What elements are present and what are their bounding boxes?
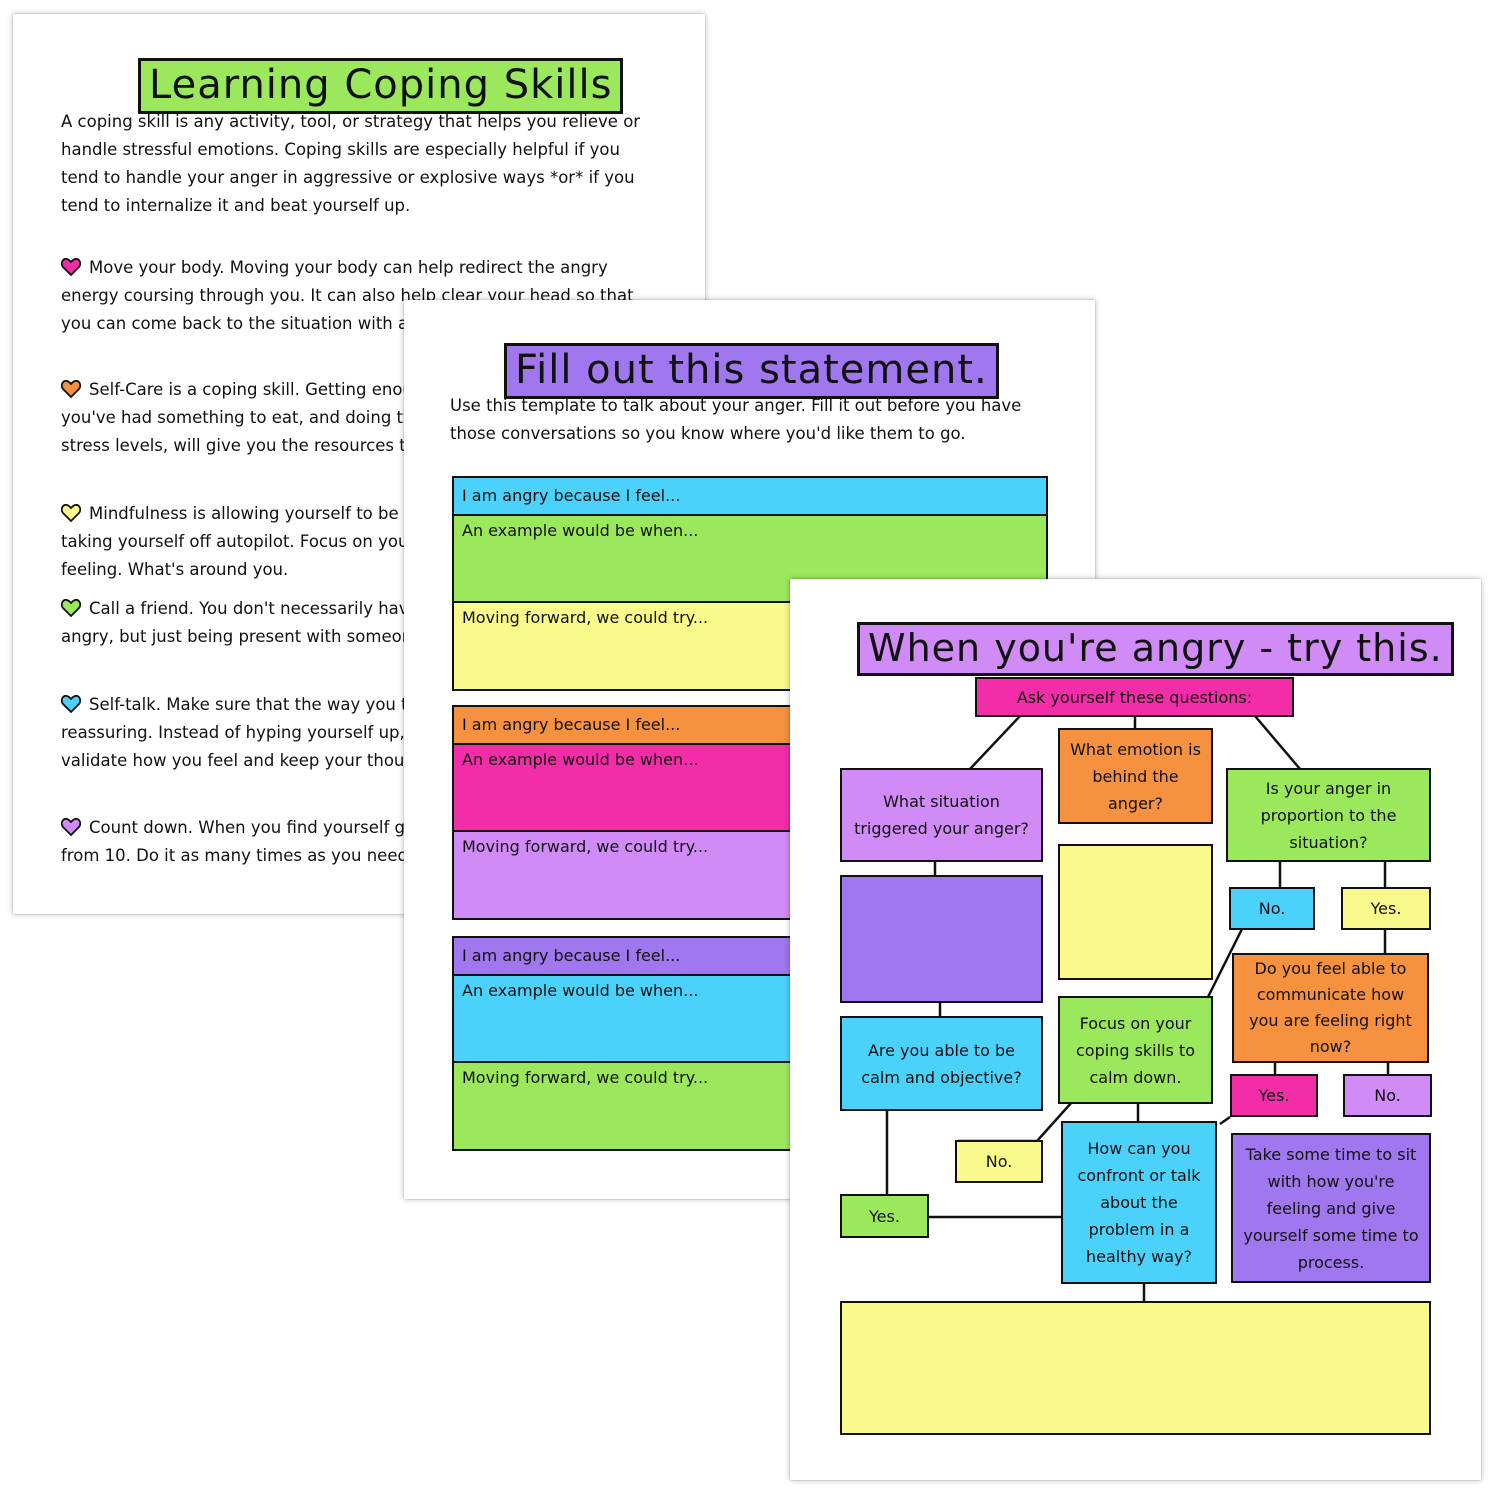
situation-answer-field[interactable] [840, 875, 1043, 1003]
proportion-question-box: Is your anger in proportion to the situa… [1226, 768, 1431, 862]
no-box: No. [955, 1140, 1043, 1183]
heart-icon [61, 380, 81, 398]
yes-box: Yes. [840, 1194, 929, 1238]
heart-icon [61, 818, 81, 836]
communicate-question-box: Do you feel able to communicate how you … [1232, 953, 1429, 1063]
final-answer-field[interactable] [840, 1301, 1431, 1435]
no-box: No. [1229, 887, 1315, 930]
heart-icon [61, 258, 81, 276]
heart-icon [61, 695, 81, 713]
page-title: Fill out this statement. [504, 343, 999, 399]
yes-box: Yes. [1341, 887, 1431, 930]
ask-questions-box: Ask yourself these questions: [975, 677, 1294, 717]
intro-paragraph: A coping skill is any activity, tool, or… [61, 112, 641, 215]
statement-row-feel[interactable]: I am angry because I feel... [452, 476, 1048, 516]
heart-icon [61, 504, 81, 522]
take-time-box: Take some time to sit with how you're fe… [1231, 1133, 1431, 1283]
situation-question-box: What situation triggered your anger? [840, 768, 1043, 862]
intro-paragraph: Use this template to talk about your ang… [450, 396, 1022, 443]
emotion-question-box: What emotion is behind the anger? [1058, 728, 1213, 824]
emotion-answer-field[interactable] [1058, 844, 1213, 980]
no-box: No. [1343, 1074, 1432, 1117]
heart-icon [61, 599, 81, 617]
calm-question-box: Are you able to be calm and objective? [840, 1016, 1043, 1111]
page-title: When you're angry - try this. [857, 622, 1454, 676]
page-when-angry-flowchart: When you're angry - try this. Ask yourse… [790, 579, 1481, 1480]
confront-question-box: How can you confront or talk about the p… [1061, 1121, 1217, 1284]
yes-box: Yes. [1230, 1074, 1318, 1117]
page-title: Learning Coping Skills [138, 58, 624, 114]
focus-coping-box: Focus on your coping skills to calm down… [1058, 996, 1213, 1104]
